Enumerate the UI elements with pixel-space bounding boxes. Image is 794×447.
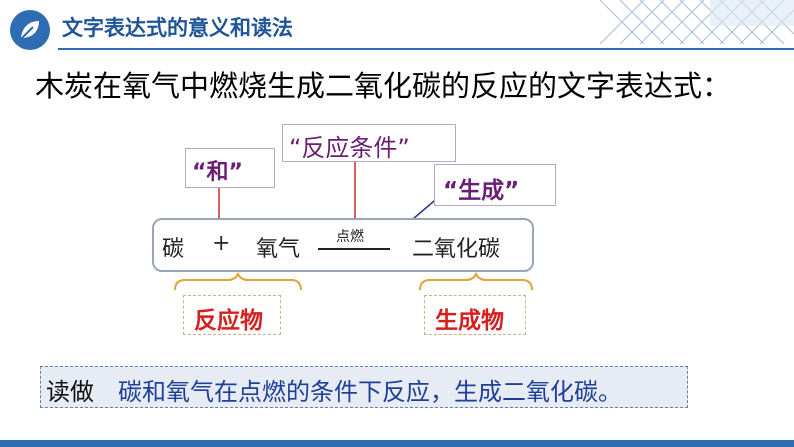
header-decoration — [599, 0, 794, 44]
header-divider — [58, 48, 794, 50]
reading-label: 读做 — [46, 378, 94, 406]
footer-bar — [0, 440, 794, 447]
leaf-icon — [21, 21, 39, 39]
reading-text: 碳和氧气在点燃的条件下反应，生成二氧化碳。 — [118, 378, 622, 406]
label-produce: “生成” — [443, 178, 520, 204]
products-box: 生成物 — [424, 295, 526, 335]
label-and-box: “和” — [185, 148, 275, 188]
reactants-box: 反应物 — [183, 295, 281, 335]
reaction-arrow-line — [318, 248, 390, 250]
equation-product: 二氧化碳 — [412, 237, 501, 262]
label-and: “和” — [192, 160, 243, 185]
logo-icon — [10, 10, 50, 50]
label-condition: “反应条件” — [289, 134, 410, 162]
main-heading: 木炭在氧气中燃烧生成二氧化碳的反应的文字表达式： — [35, 69, 732, 103]
equation-reactant-carbon: 碳 — [162, 237, 185, 262]
label-produce-box: “生成” — [434, 164, 556, 206]
header-title: 文字表达式的意义和读法 — [62, 16, 293, 40]
equation-box — [152, 218, 534, 272]
label-condition-box: “反应条件” — [282, 124, 456, 162]
equation-plus: + — [212, 231, 231, 256]
equation-condition: 点燃 — [336, 229, 364, 245]
equation-reactant-oxygen: 氧气 — [256, 237, 301, 262]
reactants-label: 反应物 — [194, 308, 263, 334]
reading-box — [40, 366, 688, 408]
products-label: 生成物 — [435, 308, 504, 334]
